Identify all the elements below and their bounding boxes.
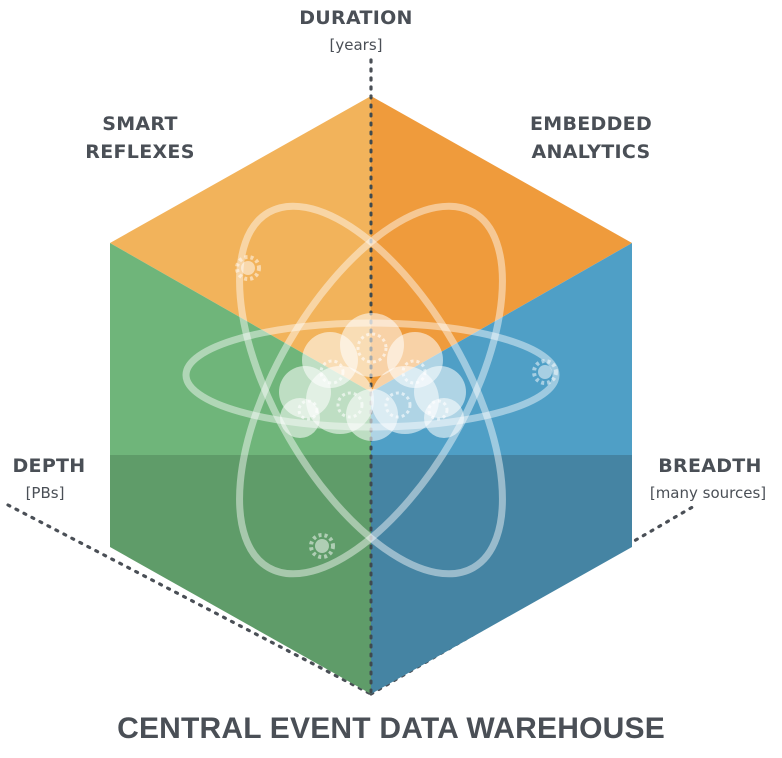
- gear-icons: [235, 255, 558, 559]
- embedded-analytics-line2: ANALYTICS: [532, 141, 651, 163]
- cube-right-lower-face: [371, 455, 632, 694]
- depth-unit: [PBs]: [26, 484, 65, 502]
- gear-icon: [235, 255, 261, 281]
- cube-top-right-face: [371, 96, 632, 392]
- depth-title: DEPTH: [12, 455, 85, 477]
- smart-reflexes-line2: REFLEXES: [85, 141, 194, 163]
- duration-title: DURATION: [299, 7, 413, 29]
- breadth-title: BREADTH: [658, 455, 762, 477]
- depth-axis-label: DEPTH [PBs]: [12, 455, 85, 502]
- orbit-left-tilt: [236, 202, 506, 578]
- breadth-unit: [many sources]: [650, 484, 766, 502]
- cube-left-lower-face: [110, 455, 371, 694]
- gear-icon: [309, 533, 335, 559]
- orbit-right-tilt: [236, 202, 506, 578]
- smart-reflexes-label: SMART REFLEXES: [85, 113, 194, 163]
- brain-cloud-gears-icon: [279, 313, 466, 441]
- diagram-title: CENTRAL EVENT DATA WAREHOUSE: [117, 712, 665, 745]
- breadth-axis-label: BREADTH [many sources]: [650, 455, 766, 502]
- duration-unit: [years]: [330, 36, 383, 54]
- duration-axis-label: DURATION [years]: [299, 7, 413, 54]
- smart-reflexes-line1: SMART: [102, 113, 178, 135]
- gear-icon: [532, 359, 558, 385]
- cube-top-left-face: [110, 96, 371, 392]
- depth-axis-line: [6, 503, 373, 696]
- embedded-analytics-line1: EMBEDDED: [530, 113, 652, 135]
- embedded-analytics-label: EMBEDDED ANALYTICS: [530, 113, 652, 163]
